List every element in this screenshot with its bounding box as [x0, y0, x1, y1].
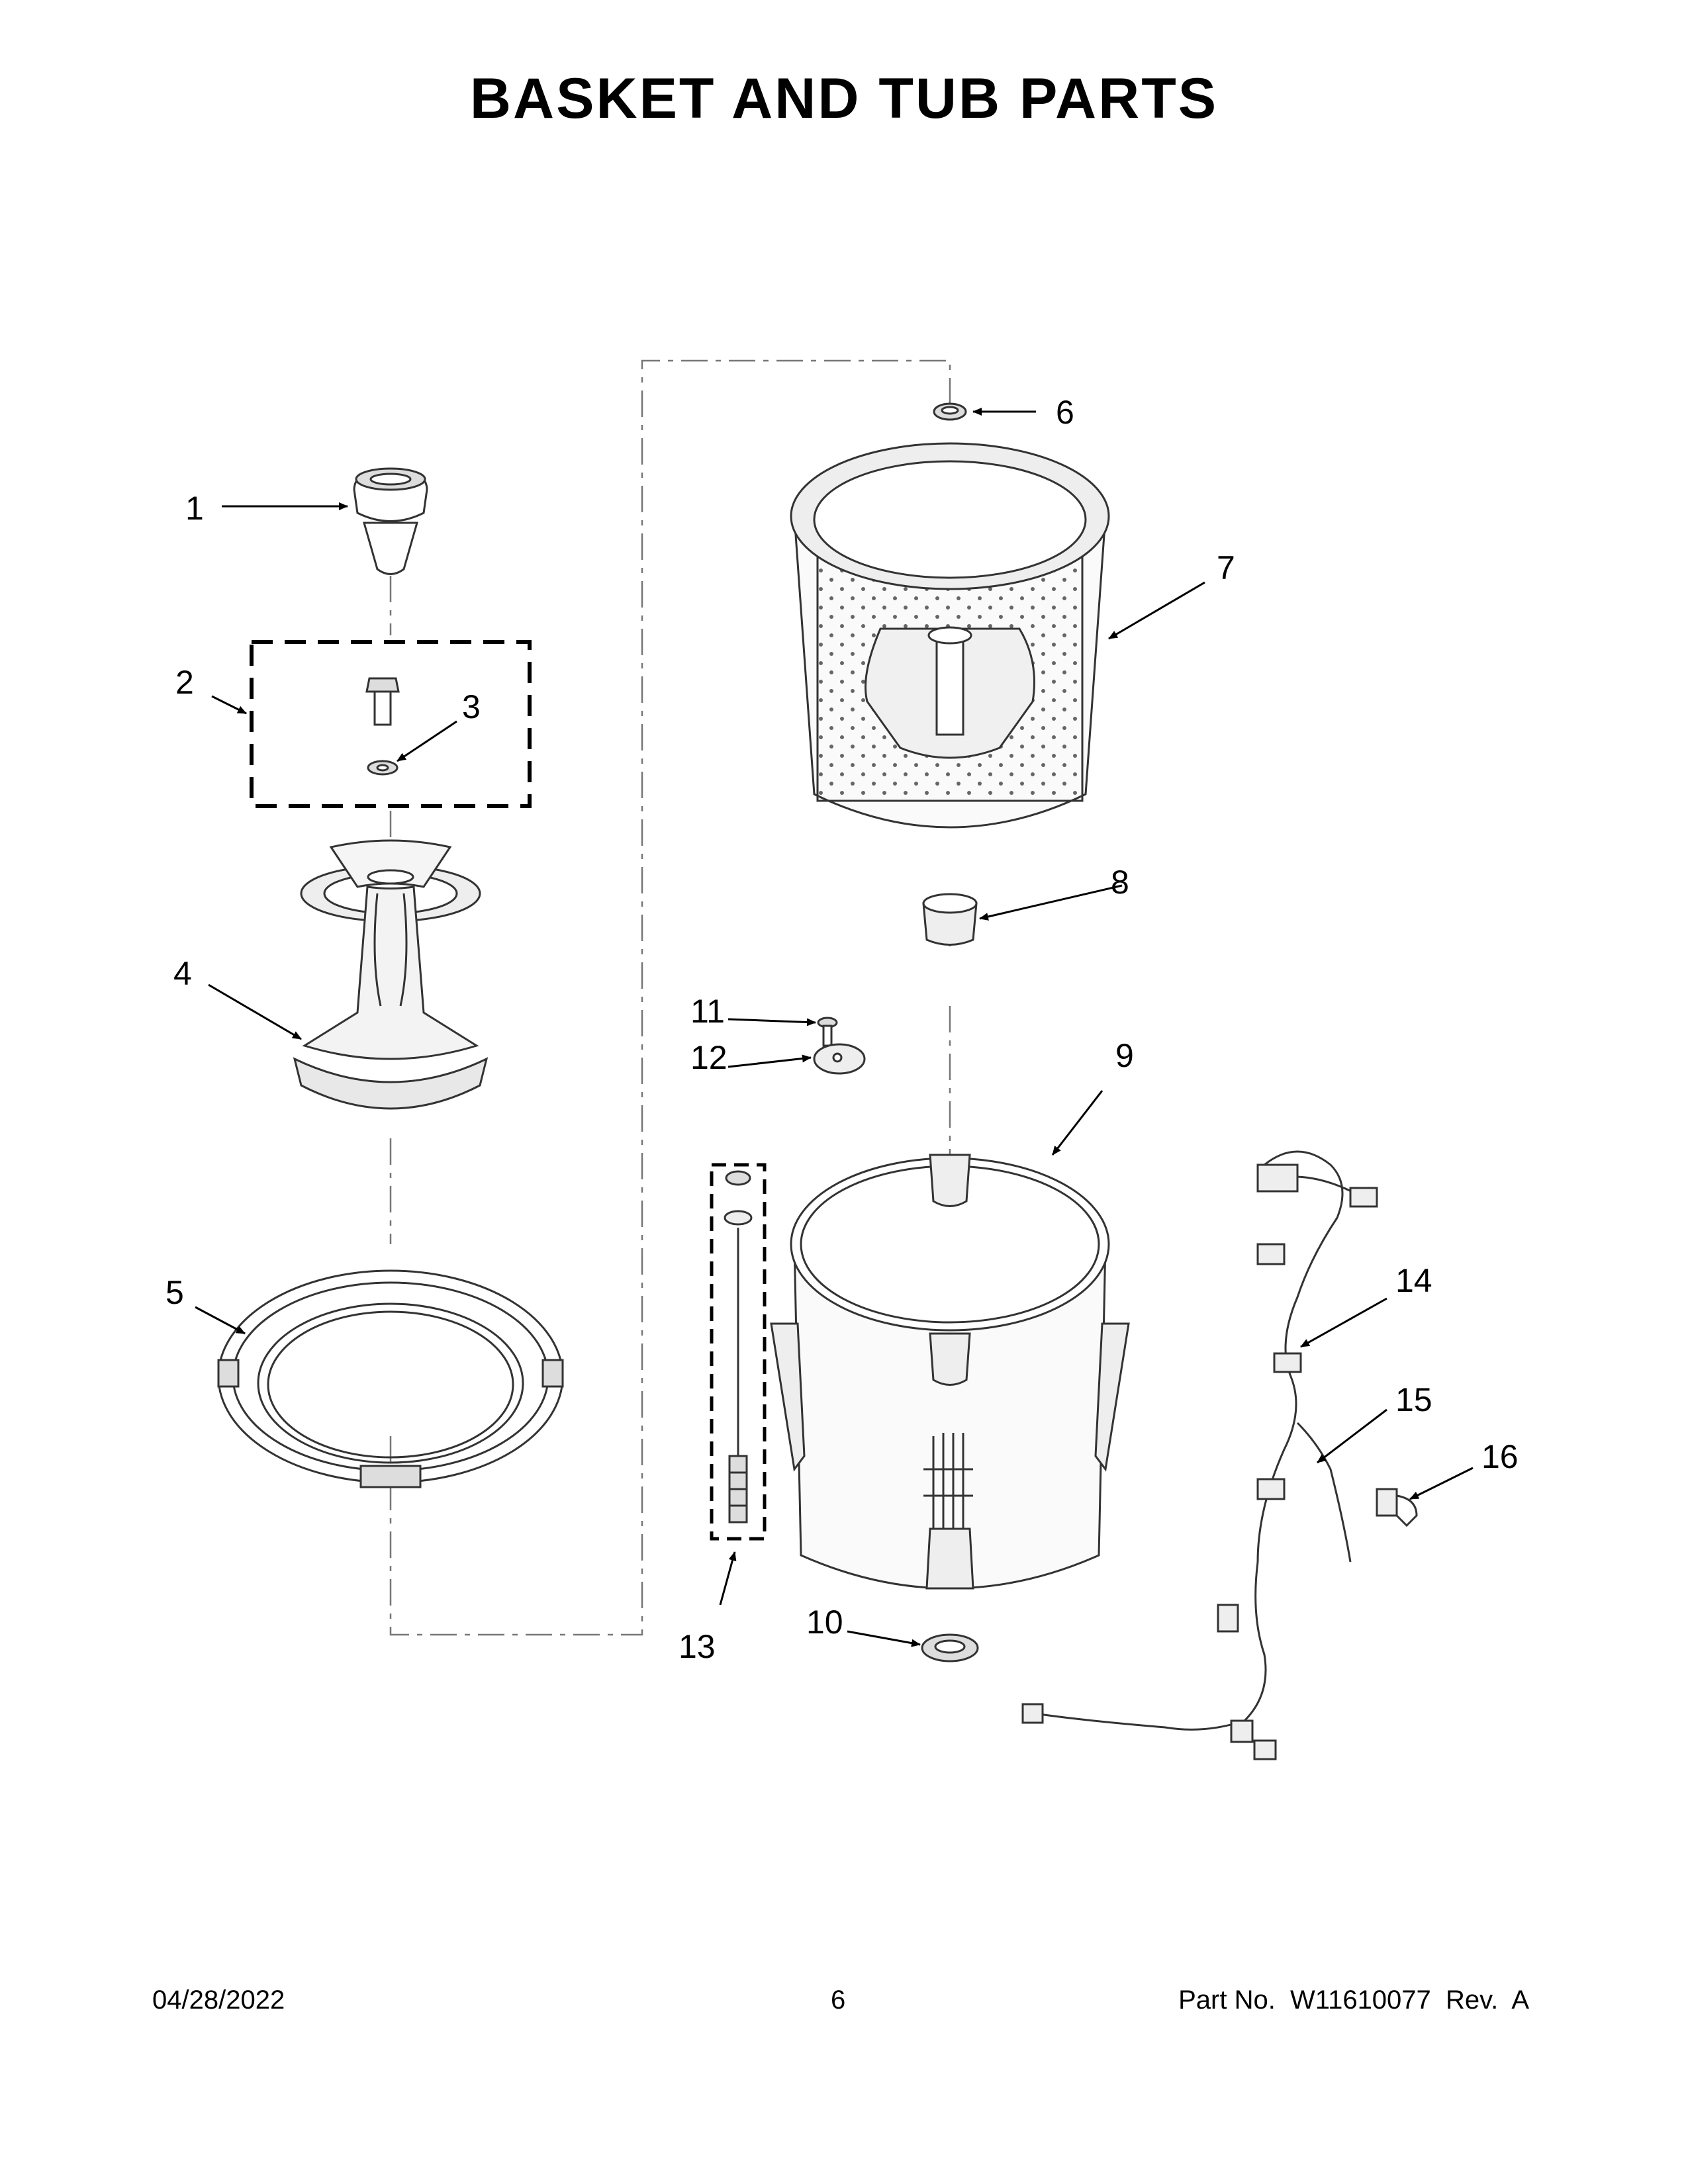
callout-1: 1	[185, 490, 204, 527]
callout-9: 9	[1115, 1037, 1134, 1074]
part-12-cover-plate	[813, 1043, 866, 1075]
part-16-clip	[1376, 1488, 1418, 1527]
callout-8: 8	[1111, 864, 1129, 901]
part-2-fastener-kit-box	[250, 640, 532, 808]
part-6-seal	[933, 402, 967, 421]
callout-12: 12	[690, 1039, 727, 1076]
callout-7: 7	[1217, 549, 1235, 586]
callout-leaders	[195, 408, 1474, 1647]
footer-page-number: 6	[831, 1985, 846, 2015]
footer-part-number: Part No. W11610077 Rev. A	[1178, 1985, 1529, 2015]
part-13-suspension-rod-box	[710, 1163, 767, 1541]
callout-2: 2	[175, 664, 194, 701]
part-9-outer-tub	[770, 1154, 1130, 1590]
footer-date: 04/28/2022	[152, 1985, 285, 2015]
part-8-hub	[922, 893, 978, 946]
callout-4: 4	[173, 955, 192, 992]
part-5-tub-ring	[217, 1269, 564, 1488]
callout-6: 6	[1056, 394, 1074, 431]
callout-5: 5	[165, 1274, 184, 1311]
part-1-agitator-cap	[353, 467, 428, 575]
callout-labels: 1 2 3 4 5 6 7 8 9 10 11 12 13 14 15 16	[165, 394, 1519, 1665]
part-14-wire-harness	[1021, 1150, 1378, 1760]
part-11-screw	[817, 1017, 838, 1047]
callout-13: 13	[679, 1628, 716, 1665]
callout-3: 3	[462, 688, 481, 725]
callout-14: 14	[1395, 1262, 1432, 1299]
page-title: BASKET AND TUB PARTS	[469, 67, 1219, 130]
callout-10: 10	[806, 1604, 843, 1641]
part-3-bolt-and-washer	[365, 677, 400, 776]
callout-16: 16	[1481, 1438, 1519, 1475]
part-13-suspension-rod	[724, 1170, 753, 1524]
callout-15: 15	[1395, 1381, 1432, 1418]
callout-11: 11	[690, 993, 725, 1030]
part-7-basket	[790, 442, 1110, 829]
part-10-tub-seal	[921, 1633, 979, 1662]
part-4-agitator	[293, 839, 489, 1110]
